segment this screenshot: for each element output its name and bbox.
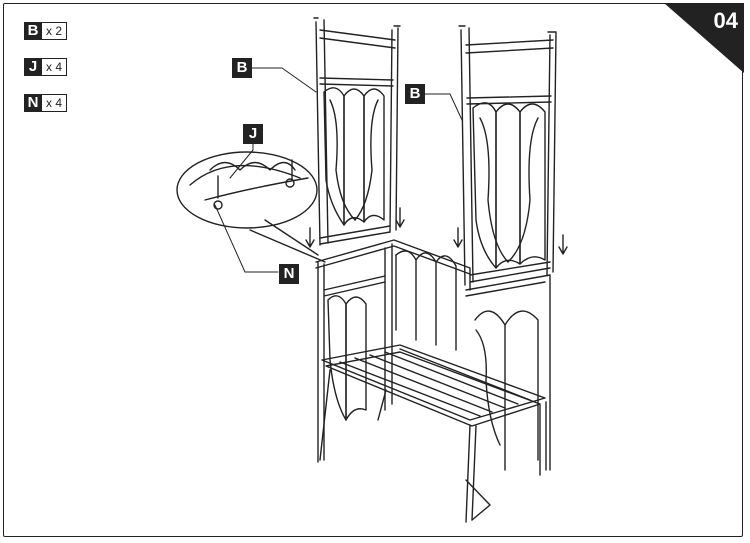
panel-b-right <box>458 25 557 286</box>
parts-list: B x 2 J x 4 N x 4 <box>24 22 68 130</box>
step-badge <box>664 3 744 73</box>
part-letter: J <box>24 58 42 76</box>
instruction-frame <box>3 3 743 537</box>
parts-list-item: B x 2 <box>24 22 68 40</box>
panel-b-left <box>313 17 401 246</box>
leader-lines <box>214 67 463 273</box>
part-letter: N <box>24 94 42 112</box>
callout-j: J <box>243 124 263 144</box>
down-arrow-icon <box>305 207 568 255</box>
part-quantity: x 4 <box>42 94 68 112</box>
parts-list-item: J x 4 <box>24 58 68 76</box>
step-number: 04 <box>713 8 738 33</box>
part-letter: B <box>24 22 42 40</box>
parts-list-item: N x 4 <box>24 94 68 112</box>
callout-n: N <box>279 264 299 284</box>
callout-b-right: B <box>405 84 425 104</box>
callout-b-left: B <box>232 58 252 78</box>
detail-circle <box>176 151 326 263</box>
part-quantity: x 2 <box>42 22 68 40</box>
part-quantity: x 4 <box>42 58 68 76</box>
bench-frame <box>315 239 551 523</box>
